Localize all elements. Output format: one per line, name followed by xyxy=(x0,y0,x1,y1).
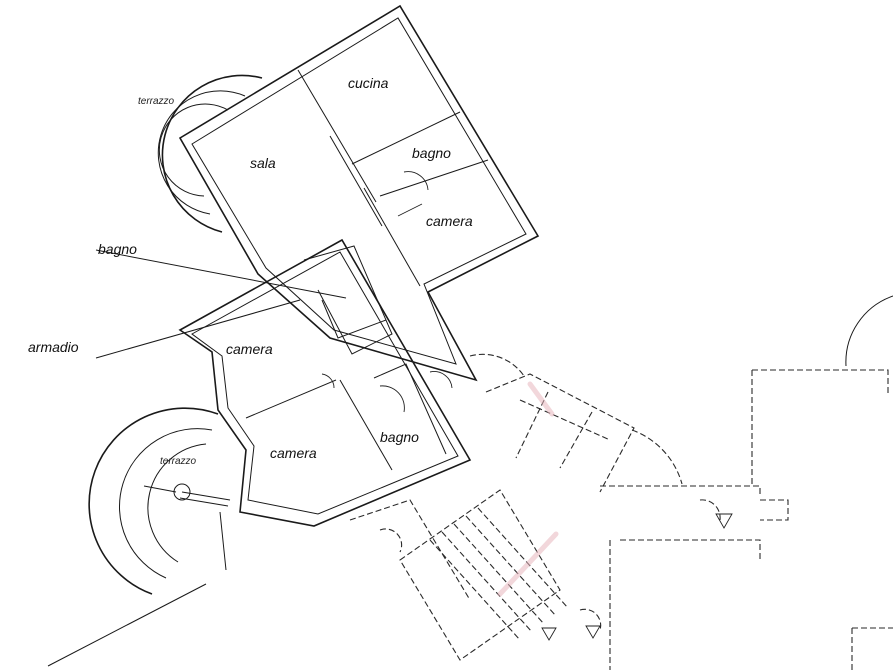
label-bagno-bottom: bagno xyxy=(380,429,419,445)
label-camera-bottom: camera xyxy=(270,445,317,461)
label-terrazzo-bottom: terrazzo xyxy=(160,456,197,467)
adjacent-structure xyxy=(349,295,893,670)
label-terrazzo-top: terrazzo xyxy=(138,96,175,107)
label-camera-top: camera xyxy=(426,213,473,229)
column-circle xyxy=(173,483,191,501)
label-camera-mid: camera xyxy=(226,341,273,357)
faded-marks xyxy=(497,381,559,597)
label-sala: sala xyxy=(250,155,276,171)
label-bagno-top: bagno xyxy=(412,145,451,161)
label-bagno-leader: bagno xyxy=(98,241,137,257)
upper-wing xyxy=(178,4,540,382)
terrace-upper xyxy=(157,74,263,233)
terrace-lower xyxy=(88,407,231,595)
lower-wing xyxy=(178,238,472,527)
label-armadio: armadio xyxy=(28,339,79,355)
label-cucina: cucina xyxy=(348,75,389,91)
site-lines xyxy=(47,249,347,667)
